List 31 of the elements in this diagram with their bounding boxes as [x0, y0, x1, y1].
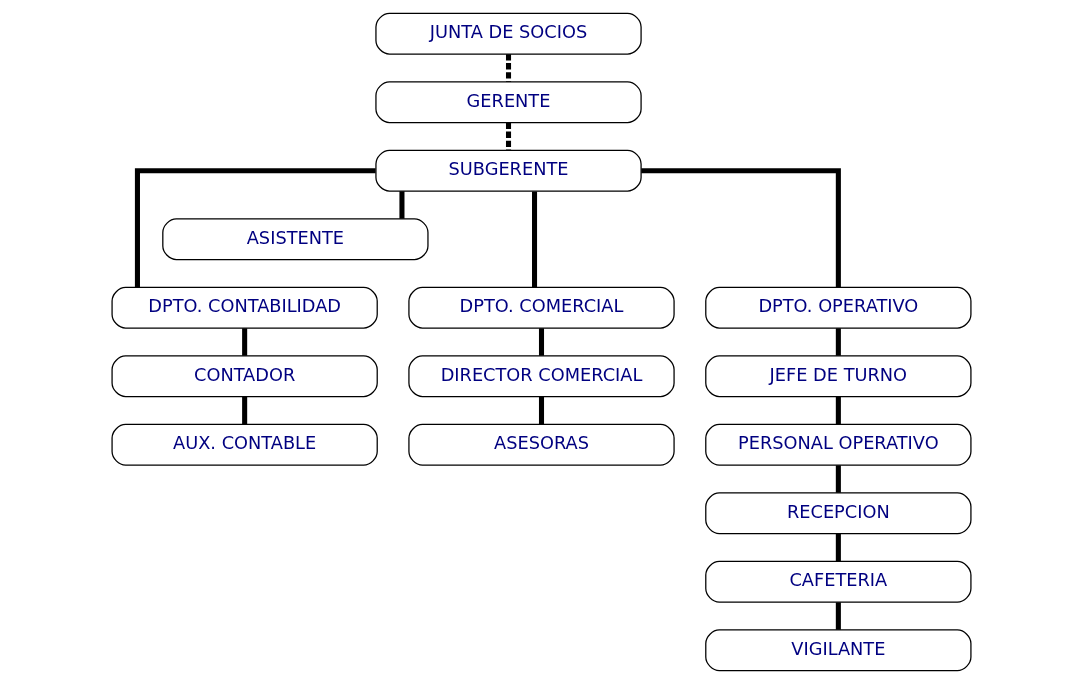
node-box: JEFE DE TURNO: [705, 355, 972, 398]
connector: [835, 533, 841, 562]
node-box: ASESORAS: [408, 423, 675, 466]
node-box: PERSONAL OPERATIVO: [705, 423, 972, 466]
connector: [835, 396, 841, 425]
connector: [835, 328, 841, 356]
node-box: RECEPCION: [705, 492, 972, 535]
connector: [134, 168, 376, 287]
connector: [242, 328, 248, 356]
connector: [641, 168, 841, 287]
connector: [538, 396, 545, 425]
connector: [532, 191, 538, 288]
connector: [538, 328, 545, 356]
node-box: DPTO. OPERATIVO: [705, 286, 972, 329]
node-box: DPTO. CONTABILIDAD: [111, 286, 378, 329]
node-box: VIGILANTE: [705, 629, 972, 672]
connector: [506, 54, 512, 82]
node-box: ASISTENTE: [162, 218, 429, 261]
node-box: CONTADOR: [111, 355, 378, 398]
node-box: DPTO. COMERCIAL: [408, 286, 675, 329]
node-box: GERENTE: [375, 81, 642, 124]
node-box: SUBGERENTE: [375, 149, 642, 192]
connector: [242, 396, 248, 425]
node-box: JUNTA DE SOCIOS: [375, 12, 642, 55]
node-box: DIRECTOR COMERCIAL: [408, 355, 675, 398]
connector: [835, 602, 841, 630]
connector: [506, 122, 512, 151]
connector: [835, 465, 841, 493]
node-box: AUX. CONTABLE: [111, 423, 378, 466]
connector: [399, 191, 405, 219]
node-box: CAFETERIA: [705, 560, 972, 603]
